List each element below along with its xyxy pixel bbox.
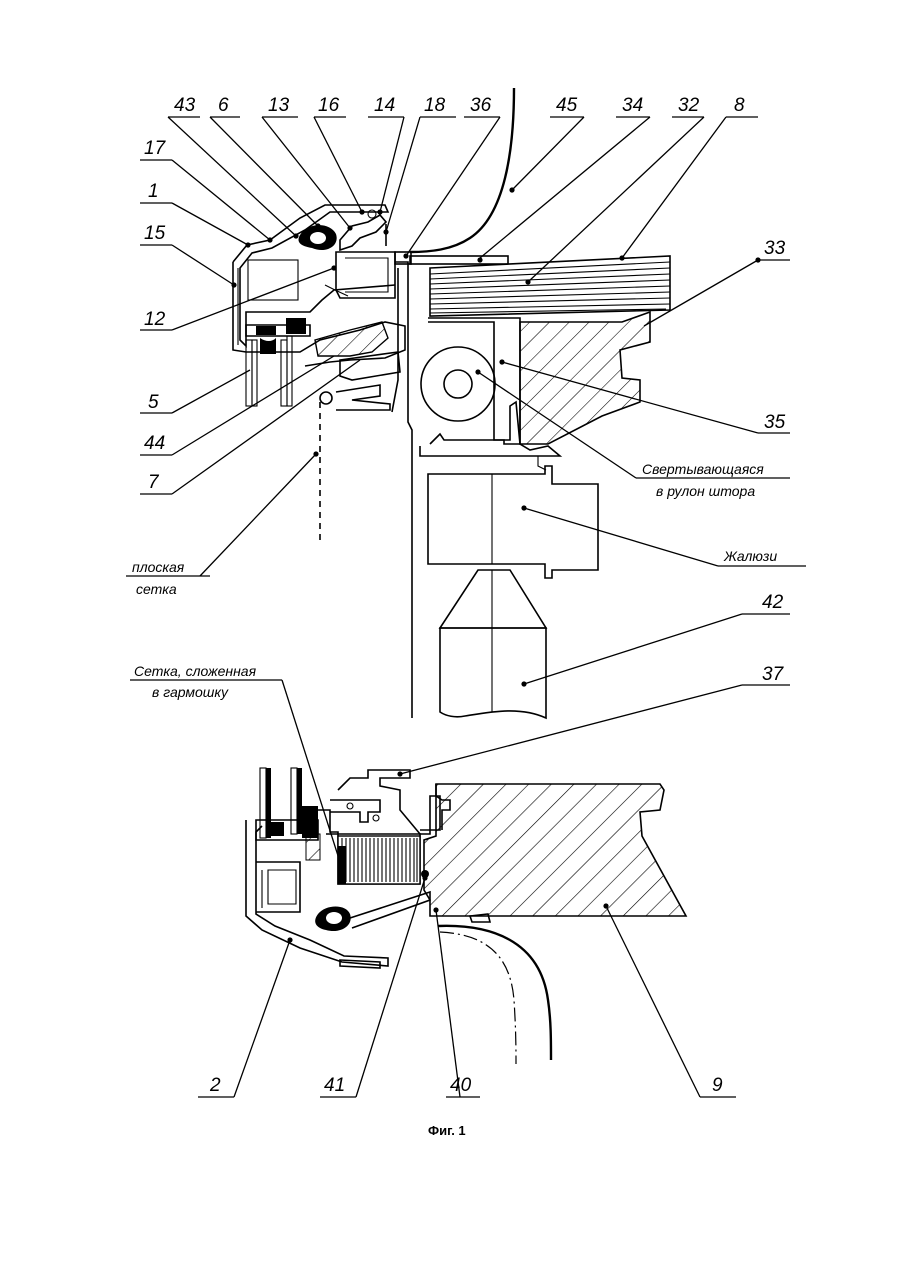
label-17: 17 xyxy=(144,138,167,159)
frame-chamber xyxy=(248,260,298,300)
lower-seal-tail xyxy=(350,892,430,928)
leader-40-diag xyxy=(436,910,460,1097)
leader-44-diag xyxy=(172,356,334,455)
roller-drum-outer xyxy=(421,347,495,421)
bead-44 xyxy=(315,322,388,356)
leader-7-diag xyxy=(172,360,360,494)
upper-assembly xyxy=(233,88,670,718)
flat-mesh-caption-line2: сетка xyxy=(136,581,177,597)
channel-profile-12 xyxy=(336,252,395,298)
lower-frame-chamber xyxy=(268,870,296,904)
leader-37-diag xyxy=(400,685,742,774)
batten-45 xyxy=(410,256,508,264)
roller-blind-caption-line2: в рулон штора xyxy=(656,483,755,499)
label-7: 7 xyxy=(148,472,160,493)
latch-profile xyxy=(336,385,390,410)
curved-gasket-dashdot xyxy=(440,932,516,1064)
label-16: 16 xyxy=(318,95,340,116)
seal-43-core xyxy=(310,232,326,244)
leader-1-diag xyxy=(172,203,248,245)
clip-inner xyxy=(330,800,380,822)
leader-flat-mesh-diag xyxy=(200,454,316,576)
label-43: 43 xyxy=(174,95,196,116)
lower-glass xyxy=(256,768,320,860)
label-32: 32 xyxy=(678,95,700,116)
roller-box-35 xyxy=(428,318,520,444)
pleated-mesh-caption-line1: Сетка, сложенная xyxy=(134,663,257,679)
laminated-plate-32 xyxy=(430,256,670,316)
leader-14-diag xyxy=(380,117,404,212)
leader-15-diag xyxy=(172,245,234,285)
leader-9-diag xyxy=(606,906,700,1097)
roller-blind-caption-line1: Свертывающаяся xyxy=(642,461,764,477)
leader-42-diag xyxy=(524,614,742,684)
label-34: 34 xyxy=(622,95,643,116)
label-45: 45 xyxy=(556,95,578,116)
leader-17-diag xyxy=(172,160,270,240)
number-labels: 43 6 13 16 14 18 36 45 34 32 8 17 1 15 3… xyxy=(144,95,786,1096)
flat-mesh-caption-line1: плоская xyxy=(132,559,185,575)
label-14: 14 xyxy=(374,95,395,116)
label-1: 1 xyxy=(148,181,159,202)
lower-seal-core xyxy=(326,912,342,924)
leader-5-diag xyxy=(172,370,250,413)
leader-8-diag xyxy=(622,117,726,258)
mesh-roller xyxy=(320,392,332,404)
blinds-cone xyxy=(440,570,546,628)
label-8: 8 xyxy=(734,95,745,116)
roller-drum-inner xyxy=(444,370,472,398)
label-36: 36 xyxy=(470,95,492,116)
bottom-weight-42 xyxy=(440,628,546,718)
curved-gasket xyxy=(438,926,551,1060)
clip-profile-37 xyxy=(338,770,440,834)
clip-profile-13 xyxy=(340,215,386,250)
clip-hole-1 xyxy=(347,803,353,809)
sill-9 xyxy=(424,784,686,916)
leader-45-diag xyxy=(512,117,584,190)
leader-blinds-diag xyxy=(524,508,718,566)
label-5: 5 xyxy=(148,392,159,413)
label-2: 2 xyxy=(209,1075,221,1096)
clip-hole-2 xyxy=(373,815,379,821)
label-40: 40 xyxy=(450,1075,472,1096)
lower-assembly xyxy=(246,768,686,1064)
label-12: 12 xyxy=(144,309,166,330)
wall-33 xyxy=(520,312,650,444)
label-9: 9 xyxy=(712,1075,723,1096)
leader-34-diag xyxy=(480,117,650,258)
pleated-mesh-caption-line2: в гармошку xyxy=(152,684,229,700)
leader-12-diag xyxy=(172,268,334,330)
glass-pane-5 xyxy=(246,318,310,406)
label-44: 44 xyxy=(144,433,165,454)
label-42: 42 xyxy=(762,592,784,613)
label-35: 35 xyxy=(764,412,786,433)
leader-32-diag xyxy=(528,117,704,282)
leader-18-diag xyxy=(386,117,420,232)
blinds-caption: Жалюзи xyxy=(723,548,777,564)
leader-2-diag xyxy=(234,940,290,1097)
label-18: 18 xyxy=(424,95,446,116)
label-13: 13 xyxy=(268,95,290,116)
leader-13-diag xyxy=(262,117,350,228)
leader-36-diag xyxy=(406,117,500,256)
label-41: 41 xyxy=(324,1075,345,1096)
label-33: 33 xyxy=(764,238,786,259)
leader-41-diag xyxy=(356,878,425,1097)
figure-caption: Фиг. 1 xyxy=(428,1123,466,1138)
label-6: 6 xyxy=(218,95,229,116)
leader-16-diag xyxy=(314,117,362,212)
label-15: 15 xyxy=(144,223,166,244)
label-37: 37 xyxy=(762,664,785,685)
